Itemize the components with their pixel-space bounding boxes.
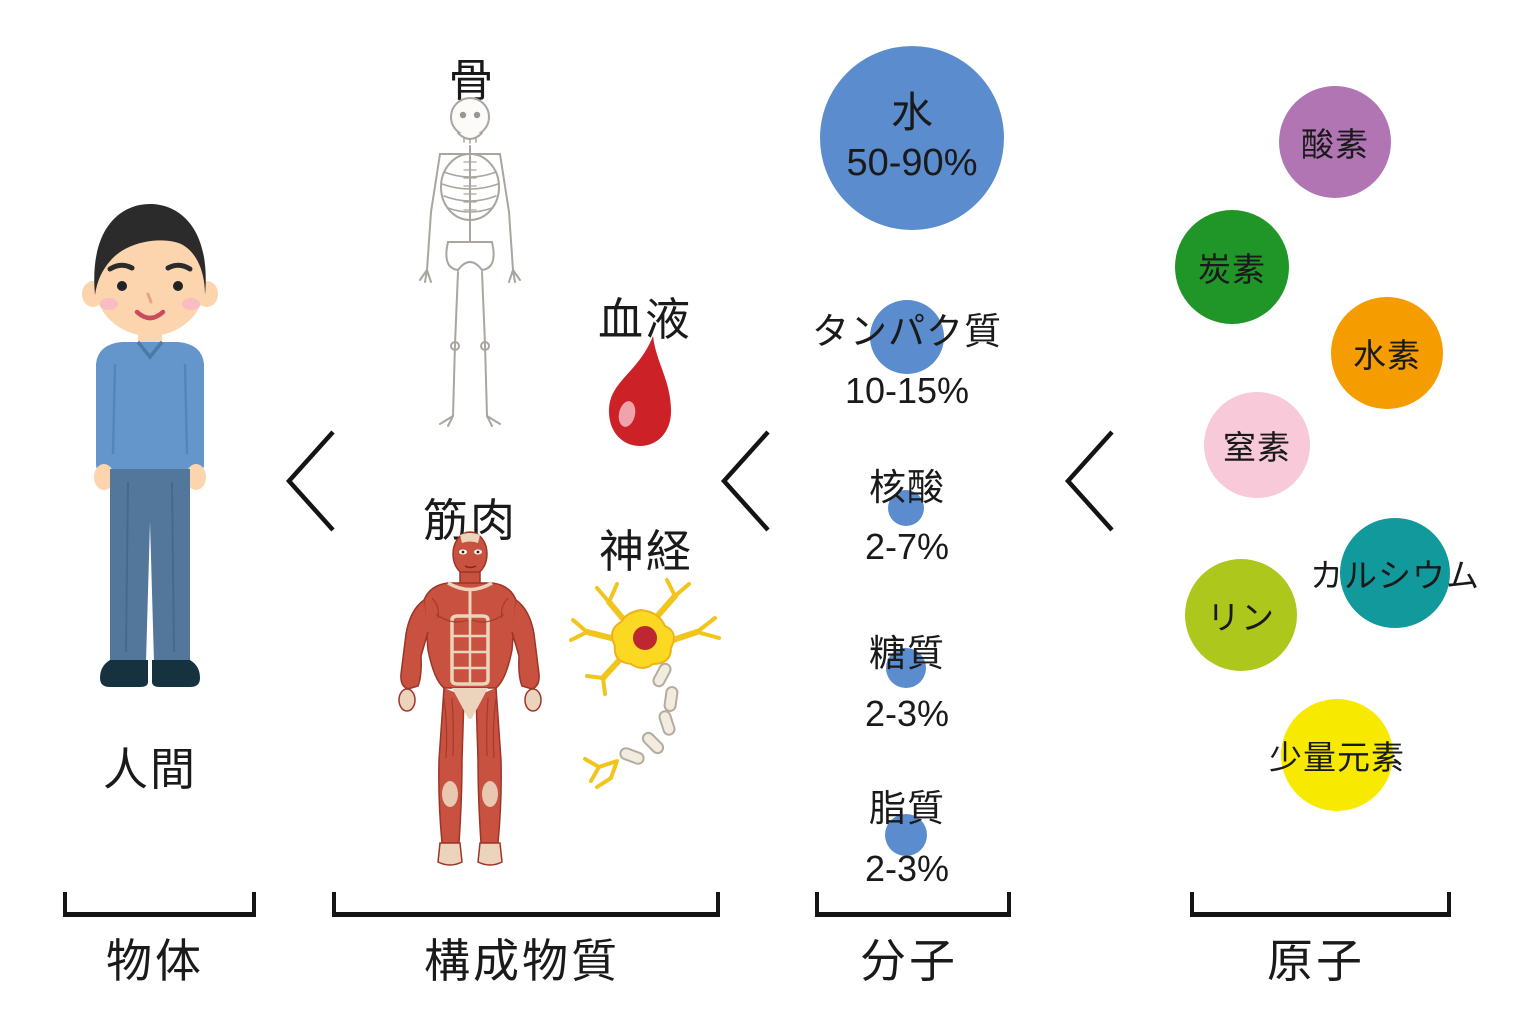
carbon-circle: 炭素 [1175, 210, 1289, 324]
water-circle: 水 50-90% [820, 46, 1004, 230]
oxygen-label: 酸素 [1301, 125, 1369, 164]
blood-label: 血液 [597, 293, 692, 346]
calcium-label: カルシウム [1310, 556, 1480, 595]
nerve-label: 神経 [598, 525, 693, 578]
trace-elements-circle: 少量元素 [1269, 699, 1404, 811]
materials-level-label: 構成物質 [424, 934, 620, 988]
neuron-illustration [569, 578, 721, 789]
phosphorus-circle: リン [1185, 559, 1297, 671]
atoms-bracket [1190, 892, 1451, 917]
protein-label: タンパク質 [812, 310, 1002, 353]
lipid-percent: 2-3% [864, 848, 950, 889]
oxygen-circle: 酸素 [1279, 86, 1391, 198]
nitrogen-circle: 窒素 [1204, 392, 1310, 498]
water-percent: 50-90% [846, 141, 978, 184]
muscle-figure-illustration [398, 531, 542, 866]
nucleic-acid-percent: 2-7% [864, 526, 950, 567]
skeleton-illustration [419, 97, 521, 427]
chevron-left-icon [285, 430, 335, 532]
molecules-bracket [815, 892, 1011, 917]
atoms-level-label: 原子 [1267, 934, 1365, 988]
lipid-label: 脂質 [869, 787, 945, 830]
sugar-circle [886, 648, 926, 688]
blood-drop-illustration [608, 336, 672, 446]
nucleic-acid-label: 核酸 [869, 466, 945, 509]
calcium-circle: カルシウム [1310, 518, 1479, 628]
man-illustration [82, 204, 218, 687]
nucleic-acid-circle [888, 490, 924, 526]
sugar-percent: 2-3% [864, 693, 950, 734]
chevron-right-icon [1064, 430, 1114, 532]
object-level-label: 物体 [106, 934, 204, 988]
trace-elements-label: 少量元素 [1269, 738, 1405, 777]
protein-percent: 10-15% [844, 370, 970, 411]
protein-circle [870, 300, 944, 374]
chevron-middle-icon [720, 430, 770, 532]
molecules-level-label: 分子 [860, 934, 958, 988]
phosphorus-label: リン [1207, 598, 1275, 637]
nitrogen-label: 窒素 [1223, 428, 1291, 467]
lipid-circle [885, 814, 927, 856]
hydrogen-circle: 水素 [1331, 297, 1443, 409]
human-label: 人間 [102, 743, 197, 796]
hydrogen-label: 水素 [1353, 336, 1421, 375]
materials-bracket [332, 892, 720, 917]
water-label: 水 [890, 88, 933, 138]
sugar-label: 糖質 [869, 632, 945, 675]
object-bracket [63, 892, 256, 917]
carbon-label: 炭素 [1198, 250, 1266, 289]
